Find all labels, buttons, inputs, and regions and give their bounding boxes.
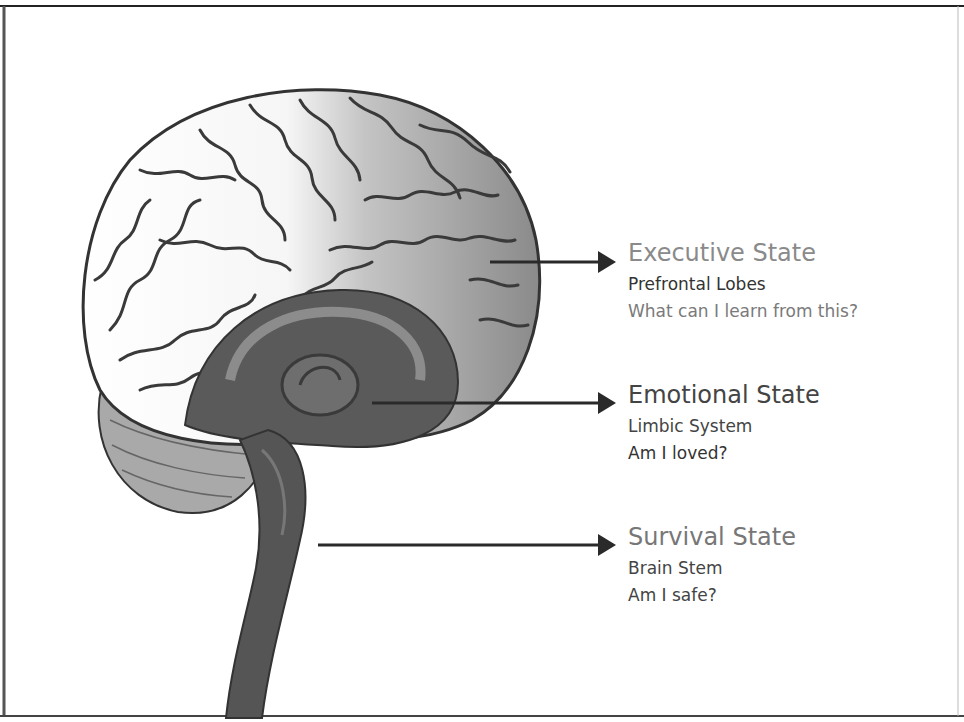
frame-left — [3, 6, 6, 716]
state-question: What can I learn from this? — [628, 302, 858, 322]
leader-line — [372, 402, 600, 405]
arrow-head — [598, 392, 616, 414]
pons-highlight — [262, 450, 285, 535]
leader-line — [490, 261, 600, 264]
arrow-head — [598, 534, 616, 556]
arrow-head — [598, 251, 616, 273]
thalamus-fold — [300, 367, 340, 385]
thalamus — [282, 355, 358, 415]
frame-top — [0, 5, 964, 7]
brain-part: Prefrontal Lobes — [628, 275, 766, 295]
brain-part: Brain Stem — [628, 559, 722, 579]
state-title: Survival State — [628, 524, 796, 552]
brain-stem — [226, 430, 305, 718]
limbic-region — [185, 290, 458, 447]
frame-bottom — [0, 715, 964, 717]
frame-right — [958, 6, 959, 716]
leader-arrows — [318, 251, 616, 556]
state-question: Am I loved? — [628, 444, 727, 464]
state-title: Emotional State — [628, 382, 820, 410]
state-question: Am I safe? — [628, 586, 717, 606]
leader-line — [318, 544, 600, 547]
brain-part: Limbic System — [628, 417, 752, 437]
cerebrum — [83, 90, 539, 445]
state-title: Executive State — [628, 240, 816, 268]
